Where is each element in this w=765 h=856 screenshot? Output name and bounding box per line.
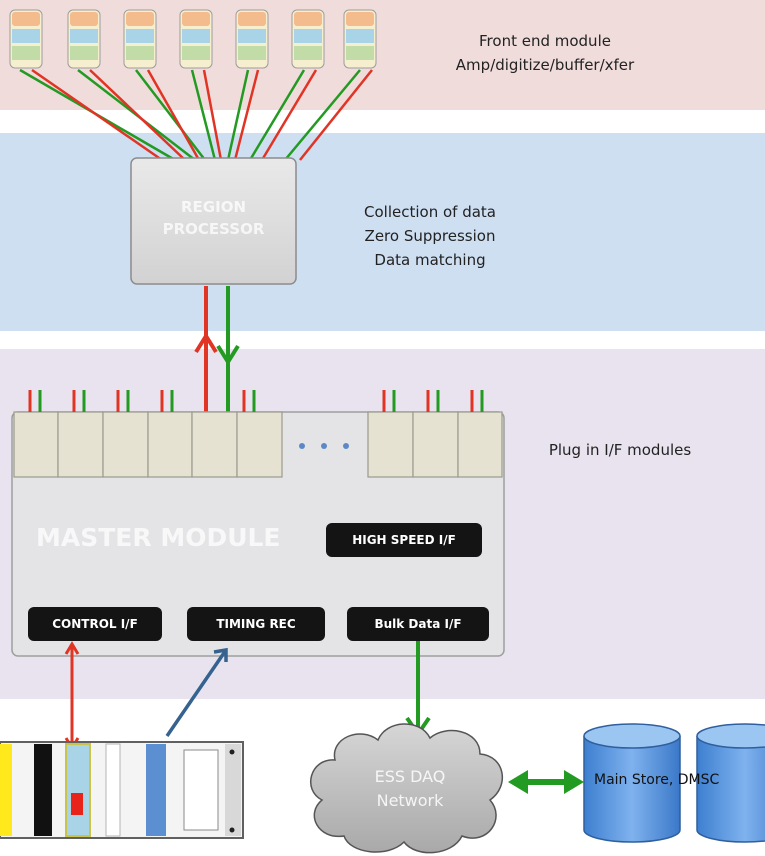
- region-processor-label: REGION PROCESSOR: [131, 196, 296, 240]
- front-end-module-6: [291, 9, 325, 69]
- storage-cylinders: [583, 723, 765, 843]
- storage-cylinder-1: [583, 723, 681, 843]
- network-label: ESS DAQ Network: [350, 765, 470, 813]
- collection-description-line-1: Collection of data: [364, 203, 496, 221]
- collection-band: [0, 133, 765, 331]
- plugin-slots: [13, 390, 503, 478]
- front-end-links: [19, 68, 373, 162]
- high-speed-if-label: HIGH SPEED I/F: [326, 523, 482, 557]
- front-end-module-2: [67, 9, 101, 69]
- network-cloud: [310, 723, 504, 854]
- front-end-module-1: [9, 9, 43, 69]
- front-end-module-7: [343, 9, 377, 69]
- collection-description-line-3: Data matching: [374, 251, 486, 269]
- front-end-modules: [9, 9, 377, 69]
- more-slots-dots: [299, 443, 349, 449]
- storage-label: Main Store, DMSC: [594, 772, 720, 788]
- front-end-description-line-2: Amp/digitize/buffer/xfer: [455, 56, 635, 74]
- plugin-description: Plug in I/F modules: [530, 438, 710, 462]
- control-link: [64, 641, 80, 751]
- timing-rec-label: TIMING REC: [187, 607, 325, 641]
- network-storage-link: [508, 770, 584, 794]
- network-label-line-1: ESS DAQ: [374, 767, 446, 786]
- collection-description: Collection of data Zero Suppression Data…: [330, 200, 530, 272]
- region-processor-label-line-1: REGION: [181, 198, 246, 216]
- processor-master-links: [194, 286, 240, 418]
- front-end-description-line-1: Front end module: [479, 32, 611, 50]
- front-end-module-3: [123, 9, 157, 69]
- timing-link: [165, 647, 228, 737]
- storage-cylinder-2: [696, 723, 765, 843]
- control-rack: [0, 741, 244, 839]
- front-end-module-4: [179, 9, 213, 69]
- region-processor-box: [130, 157, 297, 285]
- network-label-line-2: Network: [376, 791, 444, 810]
- front-end-description: Front end module Amp/digitize/buffer/xfe…: [430, 29, 660, 77]
- front-end-module-5: [235, 9, 269, 69]
- master-module-title: MASTER MODULE: [36, 523, 281, 552]
- region-processor-label-line-2: PROCESSOR: [162, 220, 265, 238]
- collection-description-line-2: Zero Suppression: [364, 227, 496, 245]
- control-if-label: CONTROL I/F: [28, 607, 162, 641]
- bulk-data-if-label: Bulk Data I/F: [347, 607, 489, 641]
- plugin-description-text: Plug in I/F modules: [548, 441, 692, 459]
